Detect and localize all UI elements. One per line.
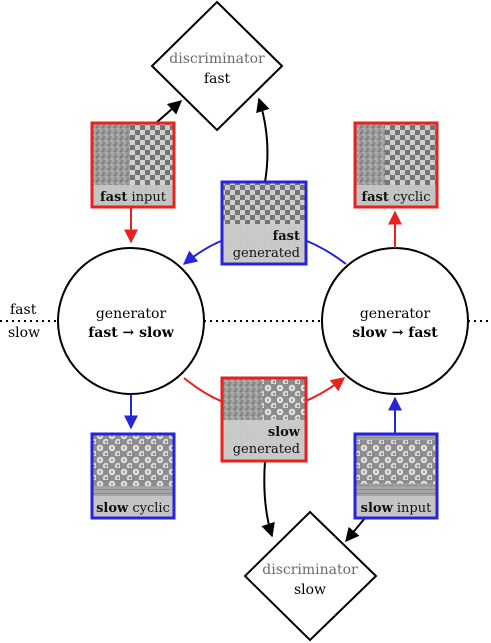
panel-slow-cyclic-caption: slow cyclic [96,501,170,516]
panel-fast-cyclic-caption: fast cyclic [362,190,431,205]
panel-fast-input-caption: fast input [100,190,167,205]
panel-fast-generated-label: generated [233,246,300,261]
panel-slow-generated-domain: slow [268,425,301,440]
panel-fast-cyclic: fast cyclic [353,121,439,209]
generator-slow-to-fast-title: generator [360,306,431,322]
panel-fast-generated-domain: fast [273,229,300,244]
arrow-slow-generated-to-discriminator [261,460,275,538]
generator-fast-to-slow-direction: fast → slow [88,325,174,341]
arrow-fast-input-to-discriminator [155,100,183,124]
discriminator-slow: discriminator slow [243,510,378,642]
panel-slow-generated: slow generated [220,376,308,463]
arrow-slow-input-to-discriminator [345,517,366,543]
divider-slow-label: slow [8,325,40,341]
generator-slow-to-fast: generator slow → fast [321,247,469,395]
generator-fast-to-slow-title: generator [96,306,167,322]
generator-slow-to-fast-direction: slow → fast [352,325,438,341]
discriminator-fast-domain: fast [204,71,231,87]
panel-fast-generated: fast generated [220,180,308,266]
arrow-fast-generated-to-discriminator [256,97,270,183]
divider-fast-label: fast [10,302,37,318]
panel-slow-input-caption: slow input [361,501,432,516]
panel-slow-generated-label: generated [233,442,300,457]
panel-slow-input: slow input [353,432,439,520]
discriminator-slow-title: discriminator [262,562,358,578]
discriminator-slow-domain: slow [294,582,326,598]
panel-slow-cyclic: slow cyclic [90,432,176,520]
generator-fast-to-slow: generator fast → slow [57,247,205,395]
panel-fast-input: fast input [90,121,176,209]
discriminator-fast-title: discriminator [169,51,265,67]
discriminator-fast: discriminator fast [150,0,284,132]
